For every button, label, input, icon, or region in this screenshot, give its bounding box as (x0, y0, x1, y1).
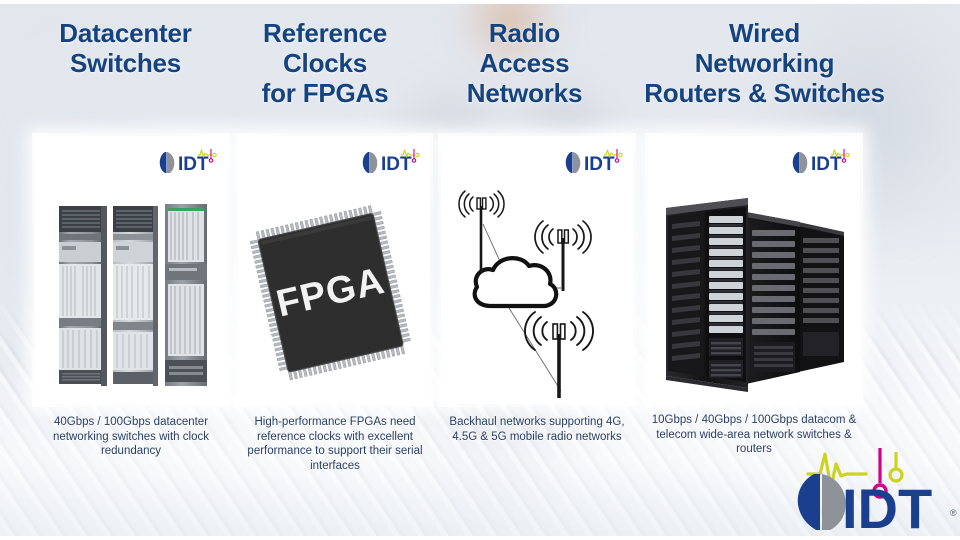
idt-logo-icon: IDT (362, 149, 420, 175)
logo-leaf-gray (822, 474, 846, 530)
heading-line: Reference (263, 18, 387, 48)
cloud-icon (472, 256, 559, 309)
column-heading-reference-clocks: Reference Clocks for FPGAs (222, 18, 428, 108)
heading-line: Radio (488, 18, 561, 48)
fpga-chip-illustration: FPGA (249, 205, 411, 381)
caption-datacenter-switches: 40Gbps / 100Gbps datacenter networking s… (53, 416, 209, 457)
panel-datacenter-switches: IDT (32, 133, 230, 407)
column-heading-radio-access-networks: Radio Access Networks (432, 18, 617, 108)
svg-text:IDT: IDT (811, 154, 842, 175)
server-chassis-illustration (59, 204, 207, 386)
svg-text:IDT: IDT (178, 154, 209, 175)
logo-leaf-blue (797, 474, 820, 530)
panel-radio-access-networks: IDT (438, 133, 636, 407)
svg-text:IDT: IDT (584, 154, 615, 175)
heading-line: Routers & Switches (644, 78, 885, 108)
heading-line: for FPGAs (261, 78, 389, 108)
caption-reference-clocks: High-performance FPGAs need reference cl… (247, 416, 423, 472)
idt-logo-icon: IDT (159, 149, 217, 175)
caption-radio-access-networks: Backhaul networks supporting 4G, 4.5G & … (449, 416, 625, 443)
logo-magenta-circle (872, 483, 888, 499)
panel-wired-networking: IDT (645, 133, 863, 407)
heading-line: Access (479, 48, 570, 78)
cell-tower-icon (524, 311, 594, 398)
logo-wordmark: IDT (842, 477, 932, 534)
heading-line: Networking (694, 48, 835, 78)
idt-logo-icon: IDT (792, 149, 850, 175)
svg-text:IDT: IDT (381, 154, 412, 175)
heading-line: Networks (466, 78, 583, 108)
logo-trademark: ® (950, 508, 957, 518)
letterbox-top (0, 0, 960, 4)
heading-line: Clocks (282, 48, 368, 78)
headings-row: Datacenter Switches Reference Clocks for… (0, 18, 960, 128)
heading-line: Wired (729, 18, 800, 48)
waveform-icon (806, 452, 868, 490)
column-heading-wired-networking: Wired Networking Routers & Switches (612, 18, 917, 108)
cell-tower-icon (534, 220, 592, 291)
idt-logo-icon: IDT (565, 149, 623, 175)
panel-reference-clocks: IDT (235, 133, 433, 407)
column-heading-datacenter-switches: Datacenter Switches (18, 18, 233, 78)
cell-tower-icon (458, 190, 505, 272)
letterbox-bottom (0, 536, 960, 540)
logo-yellow-circle (888, 467, 904, 483)
cloud-and-towers-illustration (458, 190, 594, 398)
heading-line: Datacenter (59, 18, 192, 48)
idt-corner-logo: IDT ® (797, 448, 957, 534)
black-server-cabinets-illustration (666, 198, 844, 392)
heading-line: Switches (69, 48, 182, 78)
caption-wired-networking: 10Gbps / 40Gbps / 100Gbps datacom & tele… (651, 414, 857, 455)
